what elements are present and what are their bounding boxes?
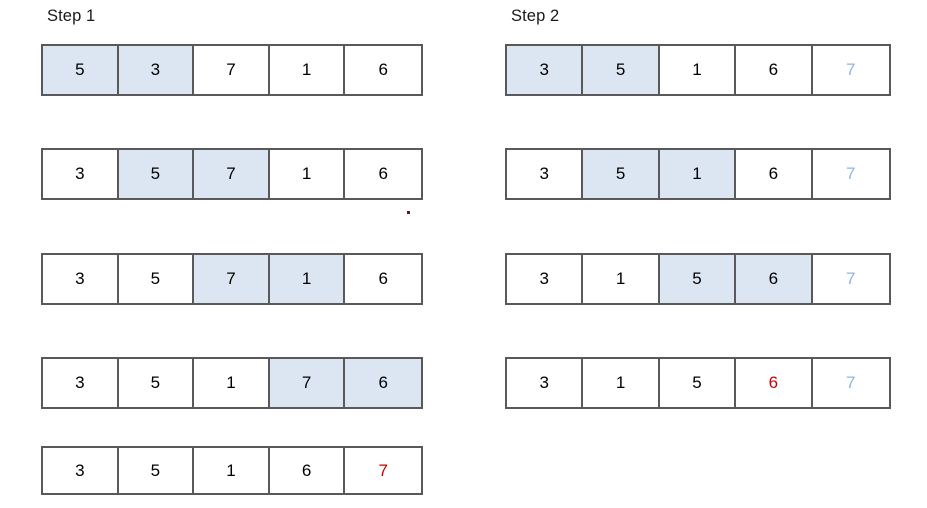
array-cell: 3 <box>507 255 584 303</box>
array-cell: 6 <box>345 255 421 303</box>
array-cell: 7 <box>812 150 889 198</box>
array-cell: 3 <box>507 46 584 94</box>
array-cell: 3 <box>43 359 119 407</box>
array-cell: 6 <box>736 359 813 407</box>
array-cell: 3 <box>43 150 119 198</box>
step-2-title: Step 2 <box>511 7 560 25</box>
array-cell: 3 <box>43 448 119 493</box>
array-cell: 7 <box>194 255 270 303</box>
array-cell: 5 <box>118 448 195 493</box>
array-cell: 6 <box>736 46 813 94</box>
array-cell: 1 <box>583 255 660 303</box>
array-cell: 1 <box>269 46 346 94</box>
array-cell: 3 <box>118 46 195 94</box>
array-cell: 6 <box>345 150 421 198</box>
array-cell: 1 <box>269 255 346 303</box>
step-1-title: Step 1 <box>47 7 96 25</box>
array-cell: 5 <box>118 359 195 407</box>
array-cell: 5 <box>583 46 660 94</box>
array-cell: 6 <box>269 448 346 493</box>
array-cell: 7 <box>194 46 270 94</box>
array-cell: 7 <box>194 150 270 198</box>
array-cell: 5 <box>583 150 660 198</box>
array-cell: 6 <box>345 46 421 94</box>
array-cell: 1 <box>583 359 660 407</box>
array-cell: 5 <box>659 359 737 407</box>
array-cell: 1 <box>269 150 346 198</box>
array-cell: 3 <box>43 255 119 303</box>
stray-dot-artifact <box>407 211 410 214</box>
array-cell: 5 <box>118 255 195 303</box>
array-cell: 5 <box>659 255 737 303</box>
array-cell: 6 <box>736 255 813 303</box>
array-cell: 1 <box>194 448 270 493</box>
array-cell: 3 <box>507 359 584 407</box>
array-cell: 1 <box>659 46 737 94</box>
array-cell: 7 <box>812 359 889 407</box>
array-cell: 6 <box>736 150 813 198</box>
array-cell: 7 <box>345 448 421 493</box>
array-cell: 1 <box>194 359 270 407</box>
array-cell: 7 <box>269 359 346 407</box>
array-cell: 3 <box>507 150 584 198</box>
array-cell: 1 <box>659 150 737 198</box>
array-cell: 7 <box>812 255 889 303</box>
array-cell: 7 <box>812 46 889 94</box>
array-cell: 6 <box>345 359 421 407</box>
array-cell: 5 <box>118 150 195 198</box>
array-cell: 5 <box>43 46 119 94</box>
